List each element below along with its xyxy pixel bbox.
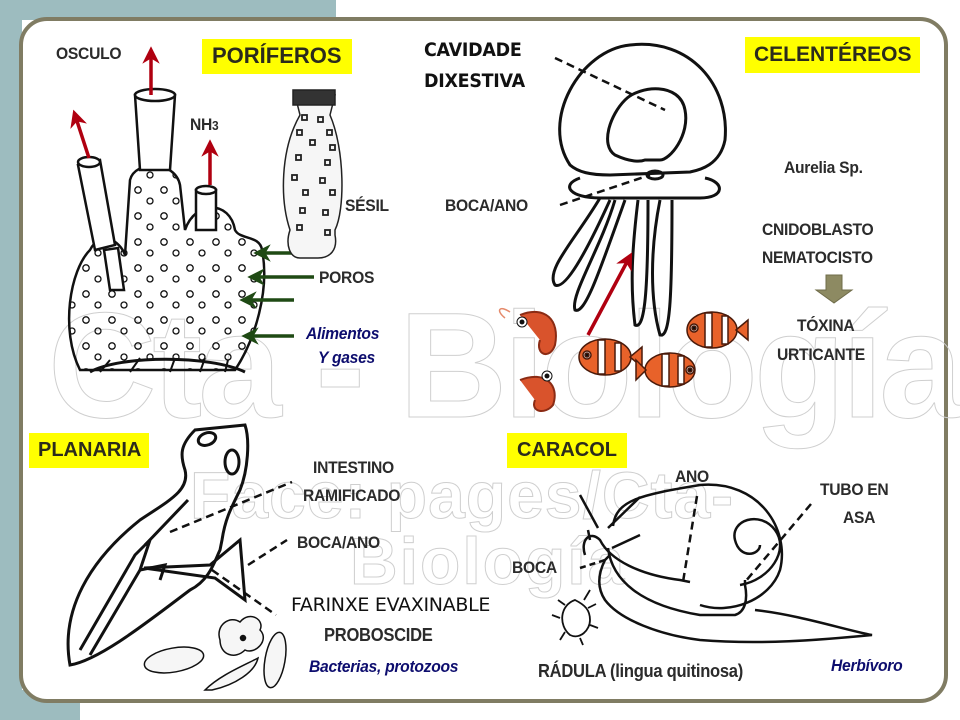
prey-arrow <box>586 252 633 336</box>
shrimp-illustration <box>519 370 556 412</box>
boca-ano-leader-line <box>559 173 651 207</box>
label-nematocisto: NEMATOCISTO <box>762 248 873 267</box>
label-nh3-subscript: 3 <box>212 118 219 133</box>
label-asa: ASA <box>843 508 876 527</box>
background-accent-left <box>0 0 22 720</box>
watermark-line3: Biología <box>349 524 627 598</box>
tubo-leader-line <box>744 503 812 583</box>
snail-illustration <box>578 483 873 644</box>
boca-leader-line <box>579 558 606 570</box>
label-ano: ANO <box>675 467 709 486</box>
label-boca: BOCA <box>512 558 557 577</box>
label-radula: RÁDULA (lingua quitinosa) <box>538 661 743 681</box>
clownfish-illustration <box>686 311 749 349</box>
jellyfish-illustration <box>551 42 727 337</box>
sponge-illustration <box>67 87 266 374</box>
label-farinxe: FARINXE EVAXINABLE <box>291 594 491 616</box>
section-title-celentereos: CELENTÉREOS <box>745 37 920 73</box>
shrimp-illustration <box>498 307 557 355</box>
label-boca-ano-celentereos: BOCA/ANO <box>445 196 528 215</box>
down-arrow-icon <box>814 274 854 304</box>
label-nh3: NH3 <box>190 115 219 135</box>
label-urticante: URTICANTE <box>777 345 865 364</box>
label-planaria-diet: Bacterias, protozoos <box>309 657 459 676</box>
label-cnidoblasto: CNIDOBLASTO <box>762 220 874 239</box>
farinxe-leader-line <box>211 568 277 617</box>
label-y-gases: Y gases <box>318 348 375 367</box>
background-accent-top <box>0 0 336 20</box>
label-caracol-diet: Herbívoro <box>831 656 903 675</box>
section-title-caracol: CARACOL <box>507 433 627 468</box>
radula-illustration <box>551 589 599 646</box>
label-sesil: SÉSIL <box>345 196 389 215</box>
label-ramificado: RAMIFICADO <box>303 486 401 505</box>
section-title-poriferos: PORÍFEROS <box>202 39 352 74</box>
cavidade-leader-line <box>554 56 666 112</box>
sessile-sponge-illustration <box>282 89 343 259</box>
label-toxina: TÓXINA <box>797 316 855 335</box>
label-dixestiva: DIXESTIVA <box>424 70 525 92</box>
label-tubo-en: TUBO EN <box>820 480 889 499</box>
clownfish-illustration <box>578 338 643 376</box>
label-proboscide: PROBOSCIDE <box>324 625 433 645</box>
poros-arrows <box>239 244 314 345</box>
label-cavidade: CAVIDADE <box>424 39 522 61</box>
planaria-illustration <box>66 423 250 667</box>
ano-leader-line <box>681 495 699 583</box>
watermark-line2: Face: pages/Cta- <box>189 458 735 532</box>
osculo-arrow <box>70 46 219 185</box>
clownfish-illustration <box>635 352 696 388</box>
protozoa-illustration <box>143 615 287 691</box>
label-osculo: OSCULO <box>56 44 122 63</box>
label-species: Aurelia Sp. <box>784 158 863 177</box>
intestino-leader-line <box>169 480 293 534</box>
label-nh3-base: NH <box>190 115 213 134</box>
label-boca-ano-planaria: BOCA/ANO <box>297 533 380 552</box>
label-poros: POROS <box>319 268 375 287</box>
boca-ano-leader-line <box>247 538 288 567</box>
section-title-planaria: PLANARIA <box>29 433 150 468</box>
label-alimentos: Alimentos <box>306 324 380 343</box>
label-intestino: INTESTINO <box>313 458 394 477</box>
